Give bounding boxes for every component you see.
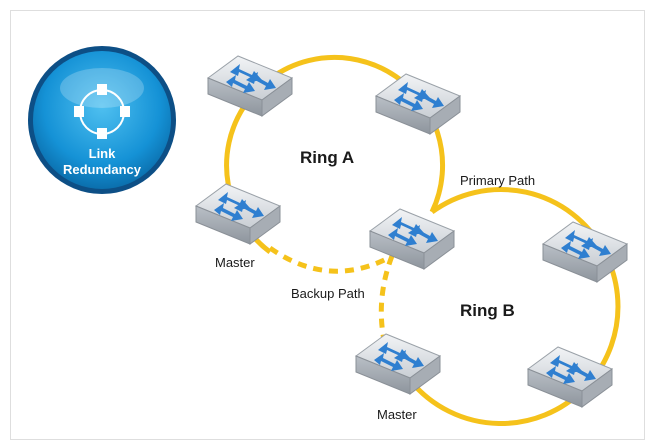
badge-line2: Redundancy	[63, 162, 142, 177]
ring-of-servers-icon	[74, 84, 130, 139]
master-ring-b-label: Master	[377, 407, 417, 422]
network-switch-icon	[207, 55, 293, 117]
master-ring-a-label: Master	[215, 255, 255, 270]
network-switch-icon	[195, 183, 281, 245]
network-switch-icon	[375, 73, 461, 135]
link-redundancy-badge: Link Redundancy	[28, 46, 176, 194]
ring-b-circle	[385, 187, 621, 427]
ring-b-label: Ring B	[460, 301, 515, 320]
ring-a-label: Ring A	[300, 148, 354, 167]
network-switch-icon	[355, 333, 441, 395]
primary-path-label: Primary Path	[460, 173, 535, 188]
backup-path-label: Backup Path	[291, 286, 365, 301]
badge-line1: Link	[89, 146, 116, 161]
network-switch-icon	[527, 346, 613, 408]
